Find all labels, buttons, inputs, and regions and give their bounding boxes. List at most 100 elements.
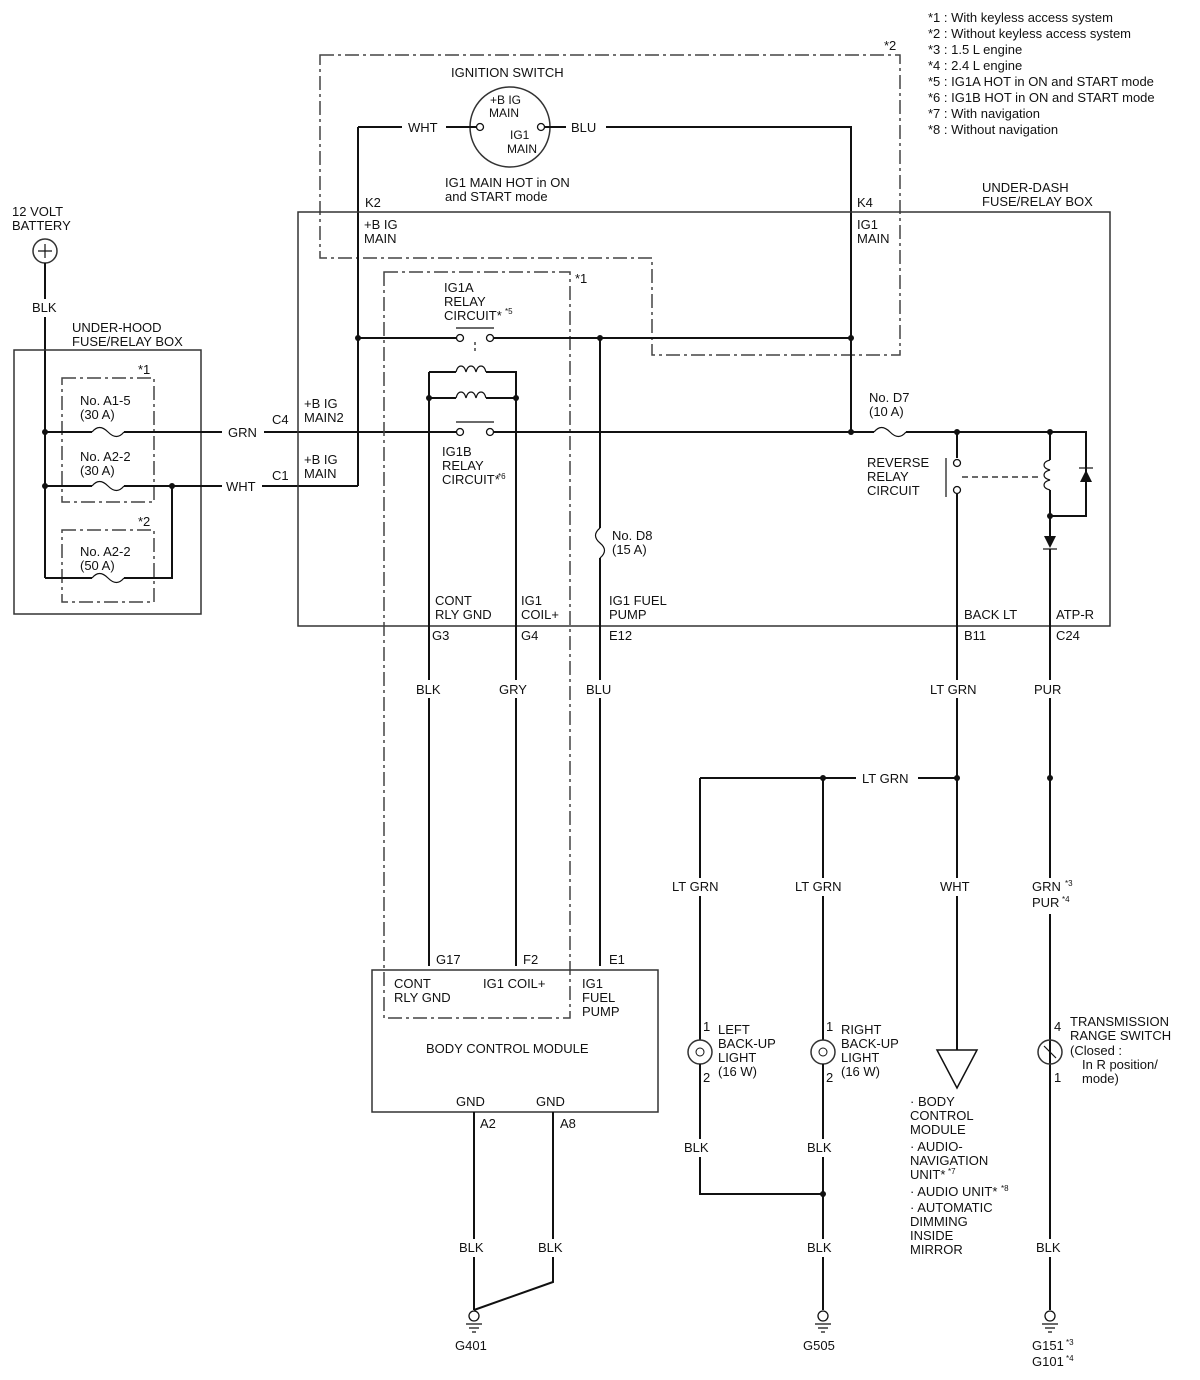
ground-g101-note: *4 bbox=[1066, 1354, 1074, 1363]
ground-g151-note: *3 bbox=[1066, 1338, 1074, 1347]
wire-note-4: *4 bbox=[1062, 895, 1070, 904]
ig1a-label-1: IG1A bbox=[444, 280, 474, 295]
bcm-cont-1: CONT bbox=[394, 976, 431, 991]
wire-ig1-coil bbox=[486, 371, 517, 966]
battery-plus-icon bbox=[38, 244, 52, 258]
note-4: *4 : 2.4 L engine bbox=[928, 58, 1022, 73]
wire-label-blk-right: BLK bbox=[807, 1140, 832, 1155]
fuse-d7-icon bbox=[873, 426, 907, 438]
junction-backup-gnd bbox=[820, 1191, 826, 1197]
reverse-label-2: RELAY bbox=[867, 469, 909, 484]
ground-g151-label: G151 bbox=[1032, 1338, 1064, 1353]
blk-left-bg bbox=[682, 1139, 718, 1157]
reverse-contact-bottom bbox=[952, 485, 962, 495]
wire-left-light-gnd bbox=[699, 1064, 823, 1195]
note-5: *5 : IG1A HOT in ON and START mode bbox=[928, 74, 1154, 89]
underdash-title-2: FUSE/RELAY BOX bbox=[982, 194, 1093, 209]
bcm-gnd-1: GND bbox=[456, 1094, 485, 1109]
terminal-a2: A2 bbox=[480, 1116, 496, 1131]
blu-mid-bg bbox=[584, 680, 618, 698]
ltgrn-mid-bg bbox=[928, 680, 984, 698]
right-light-label-4: (16 W) bbox=[841, 1064, 880, 1079]
junction-battery-wht bbox=[42, 483, 48, 489]
wire-label-blk-contgnd: BLK bbox=[416, 682, 441, 697]
wire-label-battery-blk: BLK bbox=[32, 300, 57, 315]
ig1a-label-3: CIRCUIT* bbox=[444, 308, 502, 323]
bcm-fuel-2: FUEL bbox=[582, 990, 615, 1005]
fuse-a22b-rating: (50 A) bbox=[80, 558, 115, 573]
terminal-k4: K4 bbox=[857, 195, 873, 210]
ig1b-label-3: CIRCUIT* bbox=[442, 472, 500, 487]
transmission-switch-contact bbox=[1043, 1045, 1057, 1059]
wire-label-blk-trs: BLK bbox=[1036, 1240, 1061, 1255]
wire-label-pur-4: PUR bbox=[1032, 895, 1059, 910]
label-backlt: BACK LT bbox=[964, 607, 1017, 622]
left-light-pin1: 1 bbox=[703, 1019, 710, 1034]
fuse-d8-rating: (15 A) bbox=[612, 542, 647, 557]
destination-7: · AUDIO UNIT* bbox=[910, 1184, 997, 1199]
reverse-contact-top bbox=[952, 458, 962, 468]
underhood-keyless-region bbox=[61, 377, 155, 503]
wht-down-bg bbox=[936, 878, 976, 896]
trs-pin1: 1 bbox=[1054, 1070, 1061, 1085]
keyless-absent-region bbox=[319, 54, 901, 356]
diode-flyback-icon bbox=[1080, 470, 1092, 482]
battery-label-2: BATTERY bbox=[12, 218, 71, 233]
ground-g101-label: G101 bbox=[1032, 1354, 1064, 1369]
wire-label-ltgrn-left: LT GRN bbox=[672, 879, 718, 894]
junction-k2-ig1a bbox=[355, 335, 361, 341]
right-light-label-1: RIGHT bbox=[841, 1022, 882, 1037]
underhood-region-note-1: *1 bbox=[138, 362, 150, 377]
ground-g505-label: G505 bbox=[803, 1338, 835, 1353]
label-atpr: ATP-R bbox=[1056, 607, 1094, 622]
terminal-e12: E12 bbox=[609, 628, 632, 643]
fuse-a22-icon bbox=[91, 480, 125, 492]
ignition-caption-1: IG1 MAIN HOT in ON bbox=[445, 175, 570, 190]
wire-50a-out bbox=[124, 486, 173, 579]
ig1b-contact-left bbox=[455, 427, 465, 437]
ignition-ig1-main: MAIN bbox=[507, 142, 537, 156]
left-light-label-4: (16 W) bbox=[718, 1064, 757, 1079]
left-light-label-3: LIGHT bbox=[718, 1050, 756, 1065]
wire-blu-ign-right bbox=[606, 126, 852, 432]
left-light-label-2: BACK-UP bbox=[718, 1036, 776, 1051]
trs-label-5: mode) bbox=[1082, 1071, 1119, 1086]
ignition-bplus-main: MAIN bbox=[489, 106, 519, 120]
label-ig1main-1: IG1 bbox=[857, 217, 878, 232]
right-light-label-3: LIGHT bbox=[841, 1050, 879, 1065]
blk-mid-bg bbox=[412, 680, 446, 698]
wire-note-3: *3 bbox=[1065, 879, 1073, 888]
terminal-g4: G4 bbox=[521, 628, 538, 643]
underdash-box bbox=[297, 211, 1111, 627]
blk-g151-bg bbox=[1032, 1239, 1068, 1257]
destination-note-7: *7 bbox=[948, 1167, 956, 1176]
wire-label-blk-g505: BLK bbox=[807, 1240, 832, 1255]
ig1b-label-1: IG1B bbox=[442, 444, 472, 459]
underhood-title-2: FUSE/RELAY BOX bbox=[72, 334, 183, 349]
battery-label-1: 12 VOLT bbox=[12, 204, 63, 219]
wire-label-wht-top: WHT bbox=[408, 120, 438, 135]
pur-mid-bg bbox=[1032, 680, 1068, 698]
destination-8: · AUTOMATIC bbox=[910, 1200, 993, 1215]
ignition-bplus-label: +B IG bbox=[490, 93, 521, 107]
destination-4: · AUDIO- bbox=[910, 1139, 963, 1154]
ig1a-contact-left bbox=[455, 333, 465, 343]
fuse-a22b-icon bbox=[91, 572, 125, 584]
fuse-a22-rating: (30 A) bbox=[80, 463, 115, 478]
junction-ltgrn-main bbox=[954, 775, 960, 781]
ig1b-contact-right bbox=[485, 427, 495, 437]
trs-label-1: TRANSMISSION bbox=[1070, 1014, 1169, 1029]
destination-2: CONTROL bbox=[910, 1108, 974, 1123]
wire-label-blu: BLU bbox=[586, 682, 611, 697]
note-2: *2 : Without keyless access system bbox=[928, 26, 1131, 41]
terminal-f2: F2 bbox=[523, 952, 538, 967]
wire-label-blk-a2: BLK bbox=[459, 1240, 484, 1255]
label-ig1fuel-2: PUMP bbox=[609, 607, 647, 622]
ground-g151-icon bbox=[1042, 1310, 1058, 1333]
region-note-2: *2 bbox=[884, 38, 896, 53]
ig1a-coil-icon bbox=[455, 365, 487, 373]
label-bigmain2-1: +B IG bbox=[304, 396, 338, 411]
terminal-e1: E1 bbox=[609, 952, 625, 967]
ig1a-label-2: RELAY bbox=[444, 294, 486, 309]
